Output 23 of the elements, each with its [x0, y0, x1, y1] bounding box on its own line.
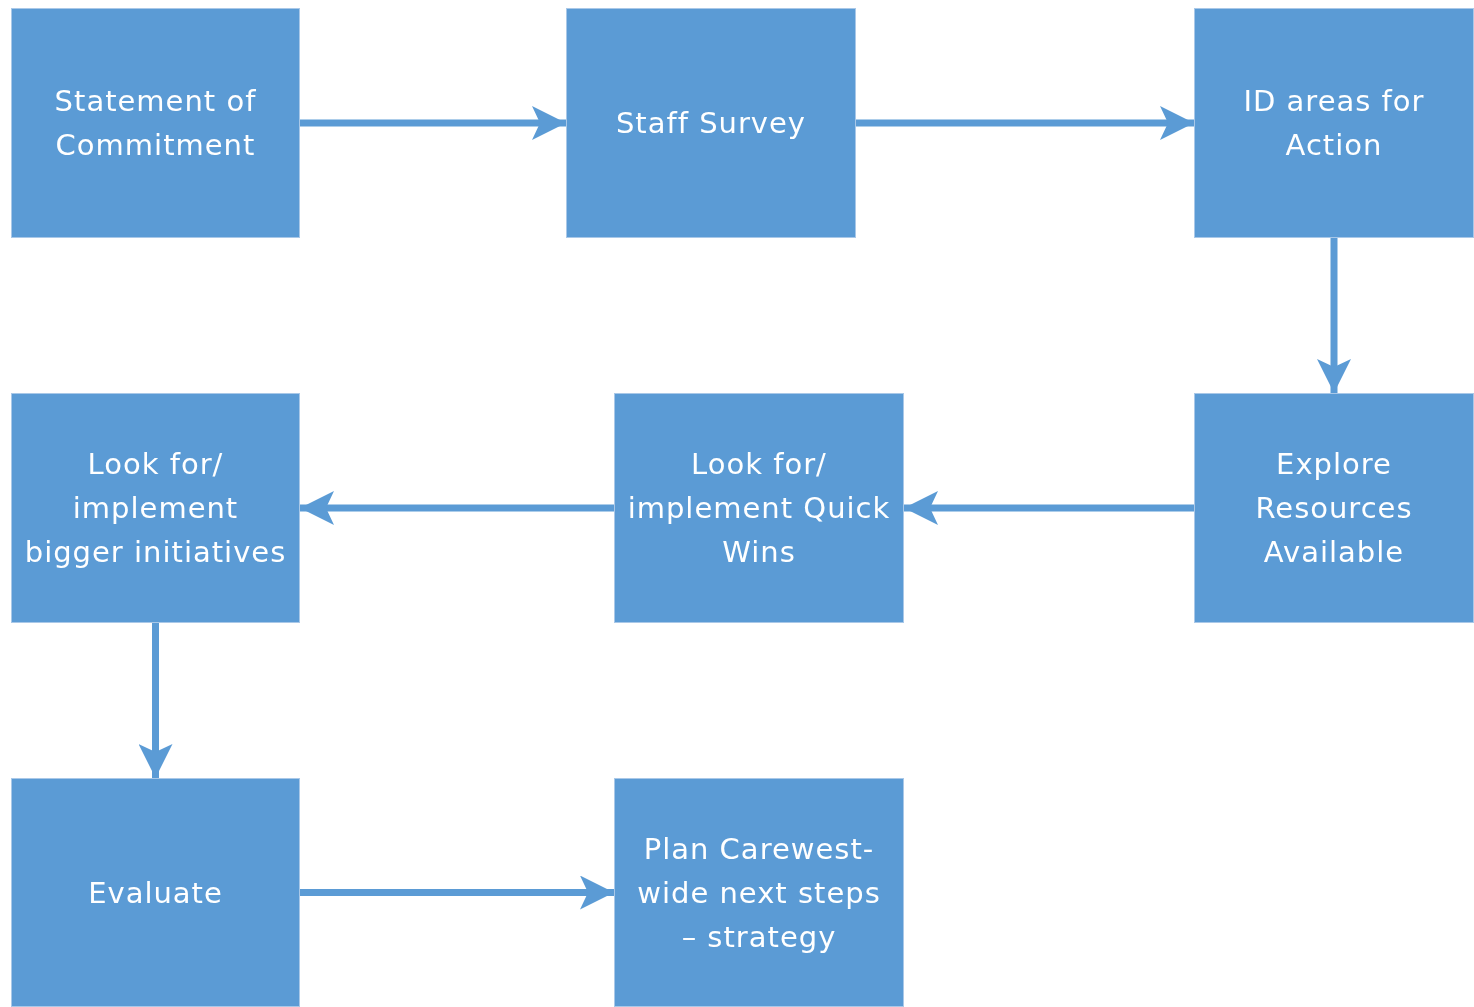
box-text: Plan Carewest-wide next steps – strategy	[636, 830, 882, 956]
process-box	[566, 8, 856, 238]
arrow	[904, 491, 1194, 525]
box-text: Look for/ implement Quick Wins	[627, 446, 891, 571]
arrow	[300, 875, 614, 910]
process-box	[614, 778, 904, 1007]
process-box	[11, 8, 300, 238]
arrow	[300, 106, 566, 140]
arrow	[138, 623, 173, 778]
box-text: Staff Survey	[615, 105, 807, 142]
process-box	[11, 393, 300, 623]
process-box	[11, 778, 300, 1007]
box-text: ID areas for Action	[1242, 83, 1426, 164]
process-box	[1194, 393, 1474, 623]
process-box	[1194, 8, 1474, 238]
box-text: Statement of Commitment	[53, 83, 258, 164]
arrow	[856, 106, 1194, 140]
process-box	[614, 393, 904, 623]
box-text: Look for/ implement bigger initiatives	[24, 446, 287, 571]
box-text: Evaluate	[88, 874, 223, 912]
box-text: Explore Resources Available	[1254, 446, 1414, 571]
arrow	[1317, 238, 1351, 393]
arrow	[300, 491, 614, 525]
